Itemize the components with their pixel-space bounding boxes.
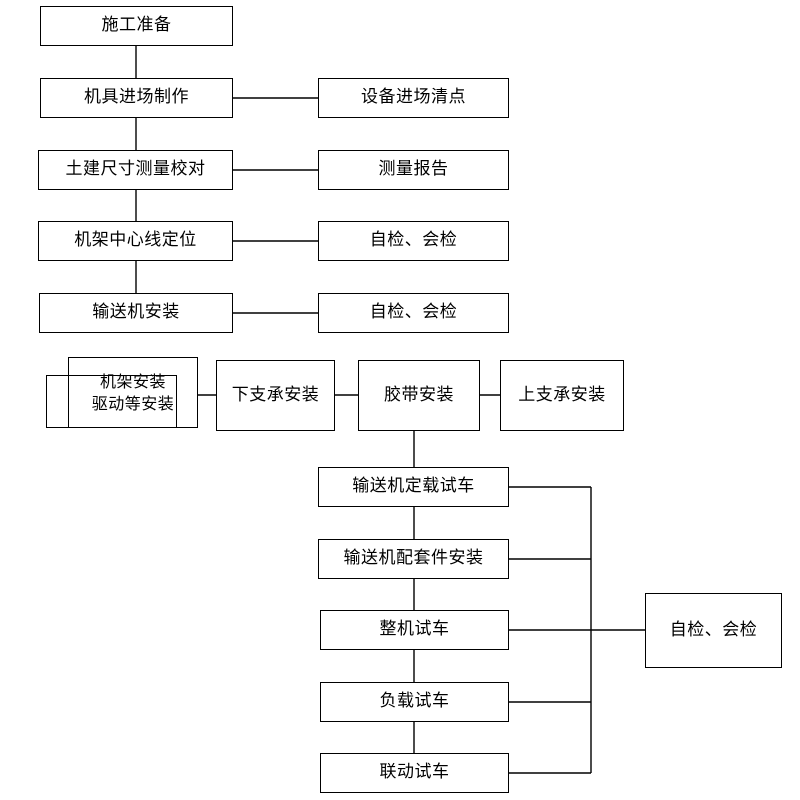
flow-node-label: 设备进场清点 [361, 87, 466, 108]
flow-node-t3[interactable]: 整机试车 [320, 610, 509, 650]
flow-node-s2[interactable]: 设备进场清点 [318, 78, 509, 118]
flow-node-n1[interactable]: 施工准备 [40, 6, 233, 46]
flow-node-a1[interactable]: 下支承安装 [216, 360, 335, 431]
flow-node-label: 输送机定载试车 [352, 476, 475, 497]
flow-node-label: 施工准备 [101, 15, 172, 36]
flow-node-label: 负载试车 [379, 691, 450, 712]
flow-node-label: 机架中心线定位 [74, 230, 197, 251]
flow-node-s4[interactable]: 自检、会检 [318, 221, 509, 261]
flow-node-a3[interactable]: 上支承安装 [500, 360, 624, 431]
flow-node-label: 输送机安装 [92, 302, 180, 323]
flow-node-n5[interactable]: 输送机安装 [39, 293, 233, 333]
flow-node-s3[interactable]: 测量报告 [318, 150, 509, 190]
flow-node-n4[interactable]: 机架中心线定位 [38, 221, 233, 261]
flow-node-label: 自检、会检 [369, 302, 458, 323]
flow-node-label: 机架安装 驱动等安装 [91, 371, 175, 413]
flow-node-label: 自检、会检 [669, 619, 758, 640]
flow-node-label: 联动试车 [379, 762, 450, 783]
flow-node-label: 土建尺寸测量校对 [65, 159, 206, 180]
flow-node-insp[interactable]: 自检、会检 [645, 593, 782, 668]
flow-node-t4[interactable]: 负载试车 [320, 682, 509, 722]
flow-node-n3[interactable]: 土建尺寸测量校对 [38, 150, 233, 190]
flow-node-label: 测量报告 [378, 159, 449, 180]
flow-node-s5[interactable]: 自检、会检 [318, 293, 509, 333]
flow-node-label: 机具进场制作 [84, 87, 189, 108]
flow-node-t5[interactable]: 联动试车 [320, 753, 509, 793]
flow-node-label: 自检、会检 [369, 230, 458, 251]
flow-node-label: 整机试车 [379, 619, 450, 640]
flow-node-label: 输送机配套件安装 [343, 548, 484, 569]
flow-node-label: 胶带安装 [384, 384, 454, 405]
flow-node-t1[interactable]: 输送机定载试车 [318, 467, 509, 507]
flow-node-label: 下支承安装 [231, 384, 320, 405]
flow-node-label: 上支承安装 [518, 384, 606, 405]
flow-node-a2[interactable]: 胶带安装 [358, 360, 480, 431]
flow-node-n2[interactable]: 机具进场制作 [40, 78, 233, 118]
flow-node-t2[interactable]: 输送机配套件安装 [318, 539, 509, 579]
flow-node-a0[interactable]: 机架安装 驱动等安装 [68, 357, 198, 428]
